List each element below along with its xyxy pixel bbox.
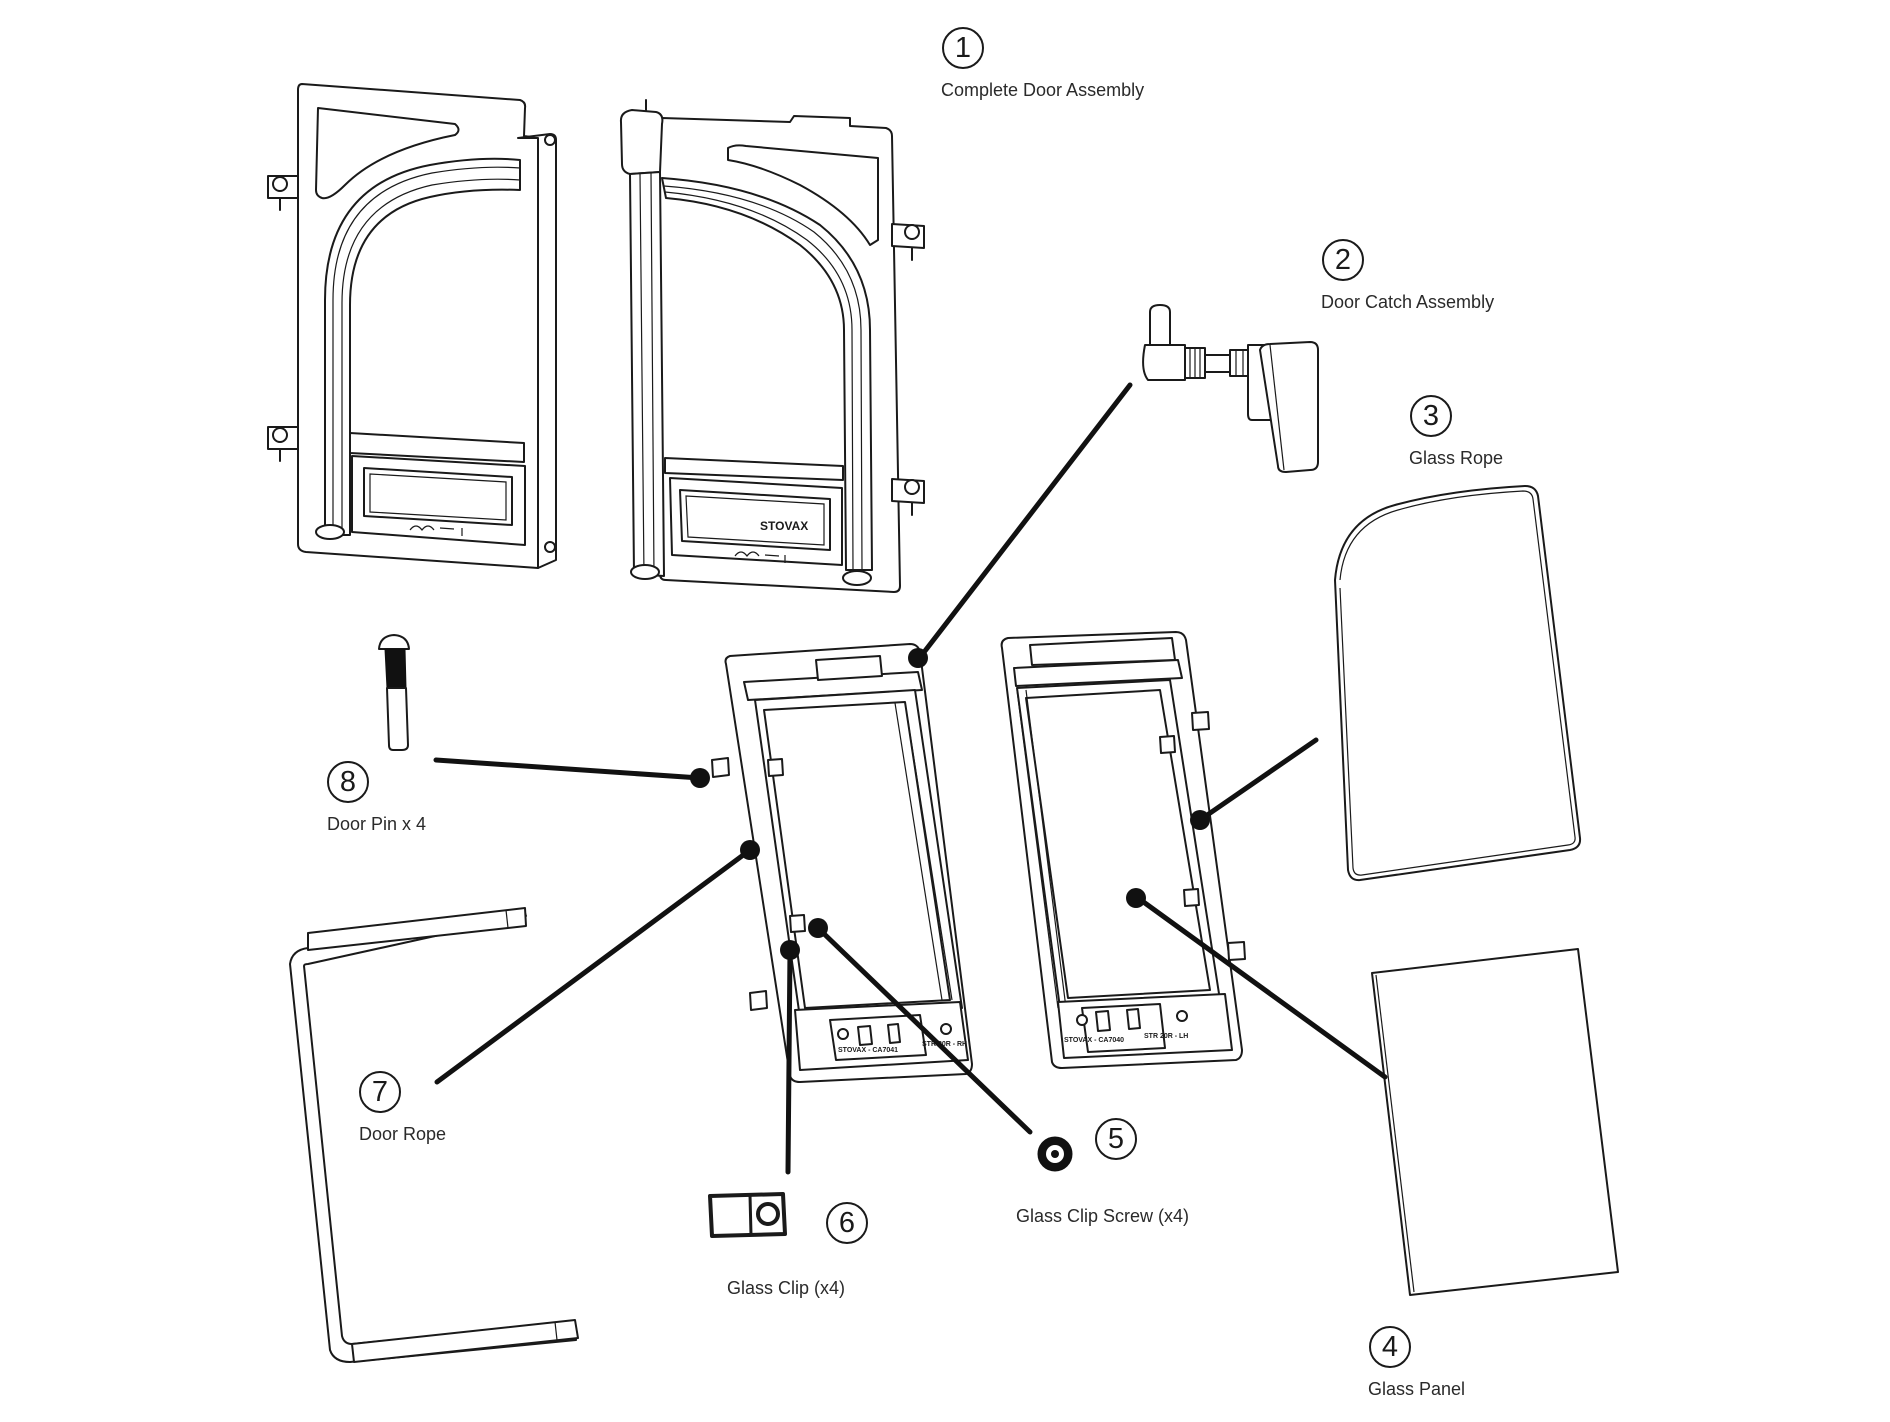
door-pin-drawing [378,634,410,751]
part-label: Door Catch Assembly [1321,292,1495,312]
glass-rope-drawing [1334,485,1582,882]
right-frame-code-stamp: STOVAX - CA7040 [1064,1037,1124,1044]
leader-line-4 [1135,895,1388,1080]
part-number-badge: 3 [1410,395,1452,437]
leader-dot-4 [1126,888,1146,908]
part-number-badge: 4 [1369,1326,1411,1368]
part-number-badge: 2 [1322,239,1364,281]
door-catch-drawing [1142,304,1319,473]
part-number-badge: 8 [327,761,369,803]
part-label: Door Pin x 4 [327,814,427,834]
part-label: Glass Clip (x4) [727,1278,846,1298]
door-rope-drawing [289,907,579,1363]
glass-clip-screw-drawing [1037,1136,1073,1172]
right-frame-model-stamp: STR 20R - LH [1144,1033,1188,1040]
door-assembly-left-drawing [267,83,557,569]
leader-line-3 [1197,737,1319,823]
door-frame-lh-drawing: STOVAX - CA7040 STR 20R - LH [1000,631,1246,1069]
leader-line-2 [915,382,1133,663]
leader-line-6 [785,947,793,1175]
glass-clip-drawing [708,1192,787,1238]
door-frame-rh-drawing: STOVAX - CA7041 STR 20R - RH [711,643,973,1083]
part-label: Glass Rope [1409,448,1504,468]
left-frame-model-stamp: STR 20R - RH [922,1041,967,1048]
leader-dot-5 [808,918,828,938]
part-number-badge: 1 [942,27,984,69]
glass-panel-drawing [1371,948,1619,1296]
leader-line-5 [815,925,1033,1135]
part-label: Complete Door Assembly [941,80,1145,100]
left-frame-code-stamp: STOVAX - CA7041 [838,1047,898,1054]
part-number-badge: 6 [826,1202,868,1244]
leader-line-7 [434,847,753,1085]
leader-dot-2 [908,648,928,668]
leader-dot-6 [780,940,800,960]
leader-dot-8 [690,768,710,788]
leader-lines [433,382,1388,1175]
part-label: Door Rope [359,1124,447,1144]
part-number-badge: 7 [359,1071,401,1113]
brand-stamp: STOVAX [760,519,808,533]
part-label: Glass Clip Screw (x4) [1016,1206,1190,1226]
part-number-badge: 5 [1095,1118,1137,1160]
leader-dot-3 [1190,810,1210,830]
leader-dot-7 [740,840,760,860]
part-label: Glass Panel [1368,1379,1466,1399]
door-assembly-right-drawing: STOVAX [619,99,925,593]
leader-line-8 [433,757,703,781]
